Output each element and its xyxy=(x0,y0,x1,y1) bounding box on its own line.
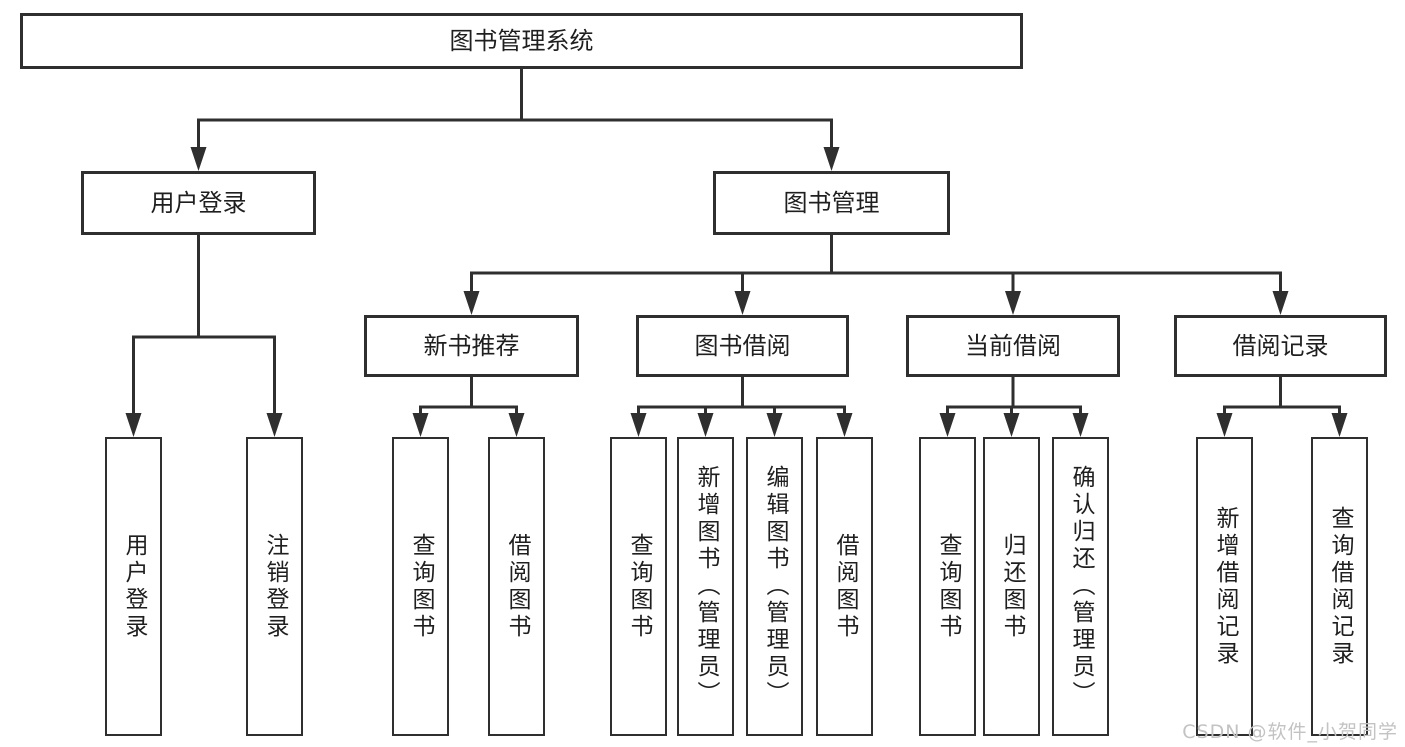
leaf-query-books-borrowing: 查询图书 xyxy=(610,437,667,736)
node-label: 新书推荐 xyxy=(423,332,520,360)
leaf-label: 用户登录 xyxy=(121,532,147,641)
leaf-edit-books-admin: 编辑图书（管理员） xyxy=(746,437,803,736)
leaf-label: 注销登录 xyxy=(262,532,288,641)
leaf-query-books-recommend: 查询图书 xyxy=(392,437,449,736)
leaf-return-books: 归还图书 xyxy=(983,437,1040,736)
leaf-add-borrow-record: 新增借阅记录 xyxy=(1196,437,1253,736)
leaf-logout: 注销登录 xyxy=(246,437,303,736)
leaf-borrow-books: 借阅图书 xyxy=(816,437,873,736)
node-library-management-system: 图书管理系统 xyxy=(20,13,1023,69)
leaf-label: 新增图书（管理员） xyxy=(693,465,719,708)
leaf-label: 查询借阅记录 xyxy=(1327,505,1353,668)
leaf-label: 新增借阅记录 xyxy=(1212,505,1238,668)
node-label: 图书管理 xyxy=(783,189,880,217)
leaf-label: 查询图书 xyxy=(408,532,434,641)
leaf-label: 归还图书 xyxy=(999,532,1025,641)
leaf-add-books-admin: 新增图书（管理员） xyxy=(677,437,734,736)
node-book-borrowing: 图书借阅 xyxy=(636,315,849,377)
leaf-label: 查询图书 xyxy=(935,532,961,641)
leaf-confirm-return-admin: 确认归还（管理员） xyxy=(1052,437,1109,736)
node-label: 借阅记录 xyxy=(1232,332,1329,360)
node-label: 图书管理系统 xyxy=(449,27,594,55)
leaf-user-login: 用户登录 xyxy=(105,437,162,736)
node-book-management: 图书管理 xyxy=(713,171,950,235)
node-borrowing-records: 借阅记录 xyxy=(1174,315,1387,377)
node-user-login: 用户登录 xyxy=(81,171,316,235)
node-new-book-recommend: 新书推荐 xyxy=(364,315,579,377)
leaf-borrow-books-recommend: 借阅图书 xyxy=(488,437,545,736)
csdn-watermark: CSDN @软件_小贺同学 xyxy=(1182,721,1398,743)
leaf-label: 借阅图书 xyxy=(832,532,858,641)
leaf-query-books-current: 查询图书 xyxy=(919,437,976,736)
leaf-query-borrow-record: 查询借阅记录 xyxy=(1311,437,1368,736)
leaf-label: 编辑图书（管理员） xyxy=(762,465,788,708)
node-label: 用户登录 xyxy=(150,189,247,217)
node-label: 图书借阅 xyxy=(694,332,791,360)
node-current-borrowing: 当前借阅 xyxy=(906,315,1120,377)
leaf-label: 确认归还（管理员） xyxy=(1068,465,1094,708)
leaf-label: 借阅图书 xyxy=(504,532,530,641)
leaf-label: 查询图书 xyxy=(626,532,652,641)
node-label: 当前借阅 xyxy=(965,332,1061,360)
